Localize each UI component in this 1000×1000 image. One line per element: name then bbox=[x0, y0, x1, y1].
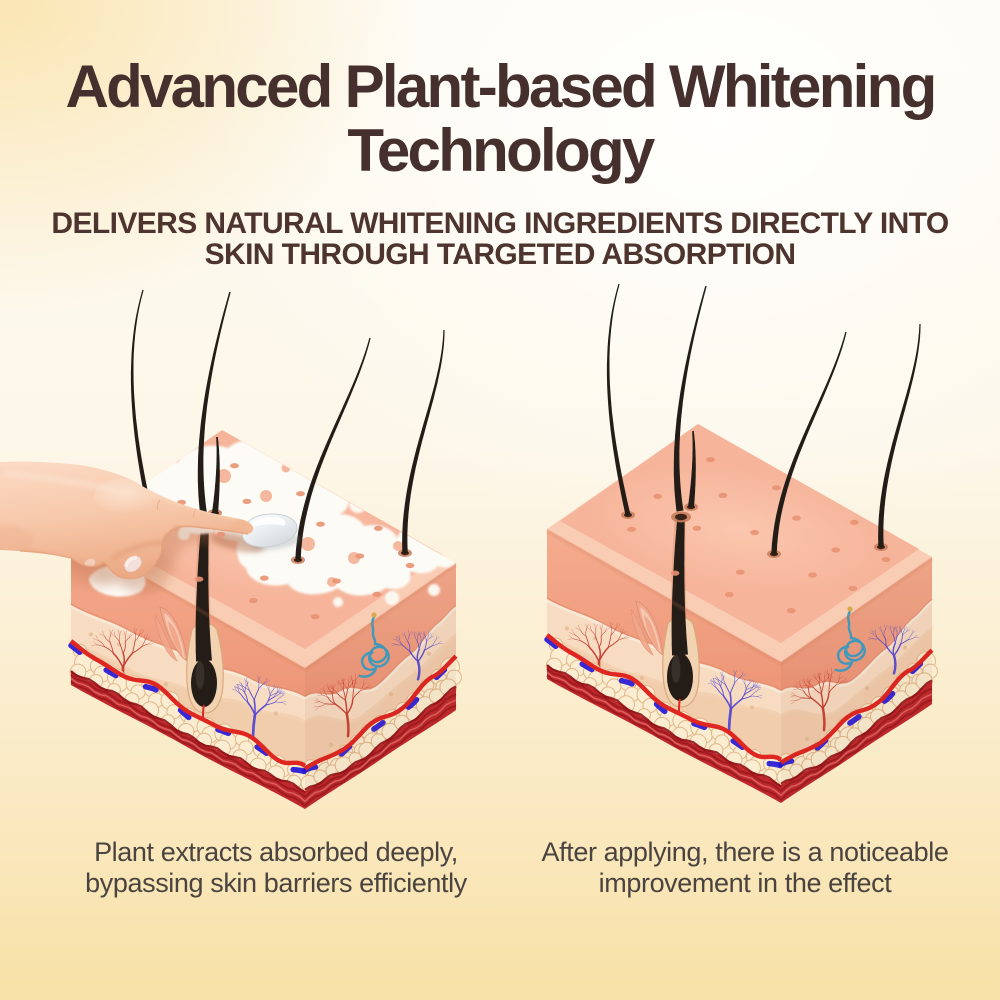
subtitle-line-2: SKIN THROUGH TARGETED ABSORPTION bbox=[204, 238, 796, 271]
caption-before-line-1: Plant extracts absorbed deeply, bbox=[94, 837, 458, 867]
caption-after-line-2: improvement in the effect bbox=[598, 868, 892, 898]
caption-after: After applying, there is a noticeable im… bbox=[510, 837, 980, 899]
caption-before: Plant extracts absorbed deeply, bypassin… bbox=[41, 837, 511, 899]
caption-after-line-1: After applying, there is a noticeable bbox=[541, 837, 949, 867]
subtitle-line-1: DELIVERS NATURAL WHITENING INGREDIENTS D… bbox=[51, 207, 949, 240]
skin-block-after bbox=[544, 283, 938, 803]
title-line-1: Advanced Plant-based Whitening bbox=[65, 53, 937, 120]
title-line-2: Technology bbox=[347, 117, 655, 184]
page-subtitle: DELIVERS NATURAL WHITENING INGREDIENTS D… bbox=[0, 208, 1000, 270]
page-title: Advanced Plant-based Whitening Technolog… bbox=[0, 55, 1000, 183]
caption-before-line-2: bypassing skin barriers efficiently bbox=[85, 868, 467, 898]
cream-dollop bbox=[242, 513, 301, 551]
